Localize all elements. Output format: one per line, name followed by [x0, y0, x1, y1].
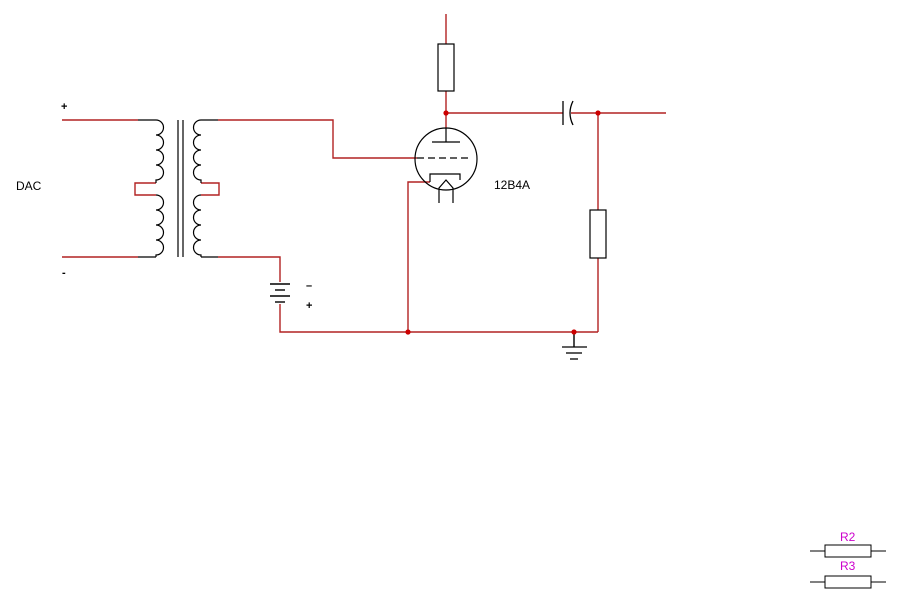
wire-cathode-to-bus: [407, 181, 430, 332]
battery-plus-label: +: [306, 300, 312, 312]
coupling-capacitor: [562, 100, 574, 126]
plate-resistor: [437, 43, 455, 92]
tube-label: 12B4A: [494, 178, 530, 192]
junction-plate-node: [443, 110, 449, 116]
input-plus-label: +: [61, 101, 67, 113]
tube-cathode: [429, 173, 461, 182]
cap-plate-curved: [569, 100, 574, 126]
battery-minus-label: –: [306, 280, 312, 292]
dac-label: DAC: [16, 179, 42, 193]
junction-cathode-bus: [405, 329, 411, 335]
load-resistor: [589, 209, 607, 259]
junctions: [405, 110, 601, 335]
battery: [270, 283, 290, 303]
transformer: [138, 119, 218, 258]
wires: [62, 14, 666, 347]
legend-r3: [810, 575, 886, 589]
wire-secondary-tap: [201, 182, 220, 196]
legend: [810, 544, 886, 589]
tube-heater: [438, 179, 454, 203]
wire-secondary-to-grid: [218, 119, 417, 159]
wire-primary-tap: [134, 182, 156, 196]
ground-symbol: [562, 346, 587, 360]
wire-secondary-to-battery: [218, 256, 281, 282]
primary-winding-lower: [155, 194, 165, 257]
secondary-winding-lower: [192, 194, 202, 257]
legend-r2: [810, 544, 886, 558]
legend-r3-label: R3: [840, 559, 856, 573]
wire-battery-to-bus: [279, 304, 598, 333]
input-minus-label: -: [62, 267, 66, 279]
secondary-winding-upper: [192, 119, 202, 183]
legend-r2-body: [824, 544, 872, 558]
tube-12b4a: [414, 127, 478, 203]
legend-r2-label: R2: [840, 530, 856, 544]
junction-ground-bus: [571, 329, 577, 335]
legend-r3-body: [824, 575, 872, 589]
primary-winding-upper: [155, 119, 165, 183]
junction-output-node: [595, 110, 601, 116]
